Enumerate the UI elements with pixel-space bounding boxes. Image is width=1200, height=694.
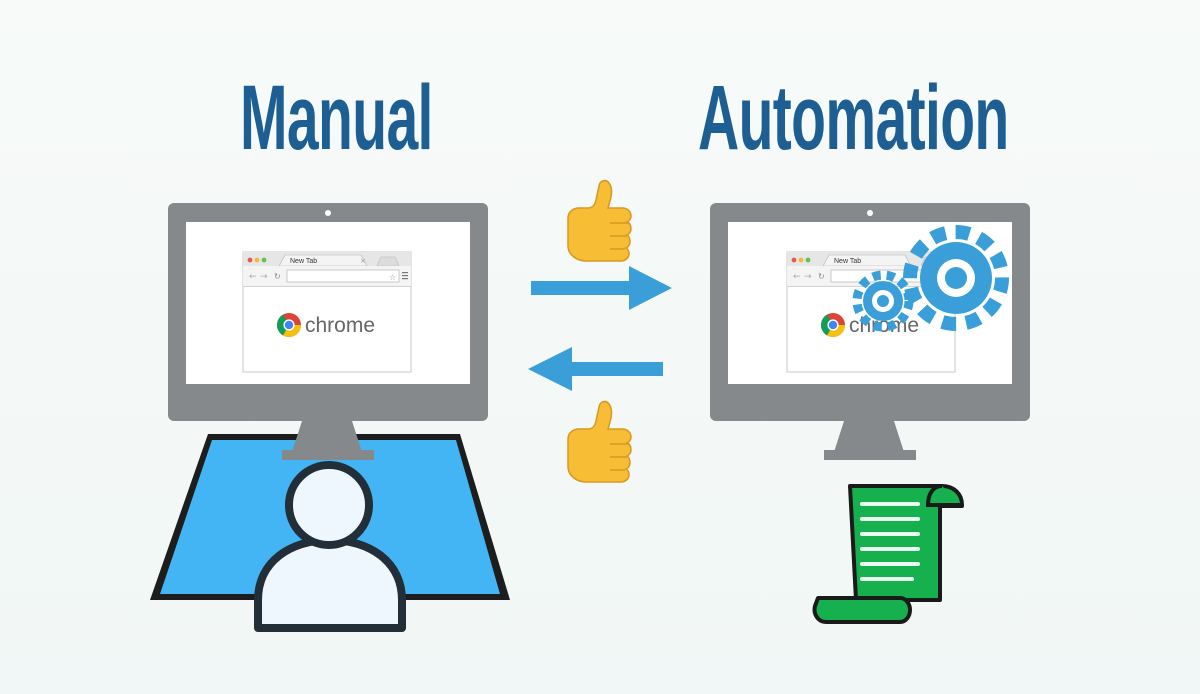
user-icon [254, 461, 406, 632]
script-scroll-icon [812, 484, 964, 624]
manual-heading: Manual [240, 67, 433, 169]
automation-heading: Automation [698, 67, 1009, 169]
chrome-wordmark: chrome [305, 314, 375, 337]
arrow-left-icon [528, 347, 663, 391]
manual-browser-window: New Tab × chrome [242, 251, 412, 373]
thumbs-up-icon [567, 179, 632, 262]
chrome-logo-icon [277, 313, 301, 337]
tab-title: New Tab [834, 258, 861, 265]
tab-title: New Tab [290, 258, 317, 265]
svg-text:×: × [360, 257, 366, 265]
gears-icon [852, 225, 1009, 332]
thumbs-up-icon [567, 400, 632, 483]
chrome-logo-icon [821, 313, 845, 337]
arrow-right-icon [531, 266, 672, 310]
